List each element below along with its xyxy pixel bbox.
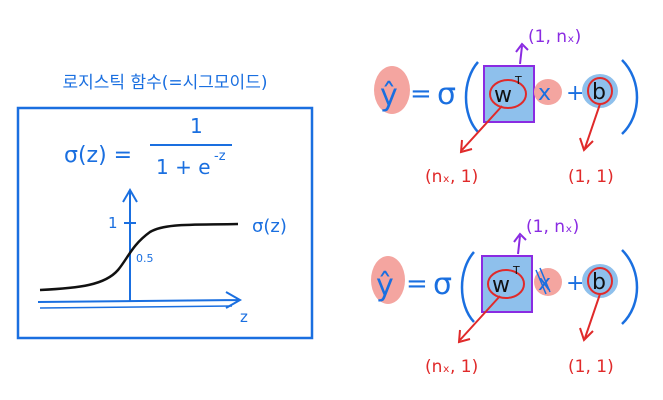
bias-shape-label: (1, 1) [568,167,614,187]
left-paren [464,61,479,133]
input-highlight [534,79,562,105]
right-paren-2 [621,249,639,325]
right-paren [621,59,639,135]
weight-col-arrow [459,105,503,154]
plus-sign-2: + [566,271,584,296]
y-hat-highlight [374,66,410,114]
weight-shape-arrow [515,42,529,65]
midpoint-label: 0.5 [136,252,154,265]
input-symbol-2: x [538,271,551,296]
sigma-symbol-2: σ [433,267,452,302]
formula-numerator: 1 [190,114,203,138]
sigmoid-formula: σ(z) = 1 1 + e -z [64,114,232,179]
input-strike-marks [535,267,551,295]
weight-frame-2 [481,255,533,313]
x-axis-label: z [240,308,248,326]
equals-sign-2: = [406,269,428,299]
input-highlight-2 [534,268,562,296]
bias-shape-label-2: (1, 1) [568,357,614,377]
equation-top: ŷ = σ w T x + b (1, nₓ) (nₓ, 1) (1, 1) [374,27,639,187]
x-axis-lower-stroke [39,305,233,309]
y-hat-symbol-2: ŷ [376,268,394,303]
formula-lhs: σ(z) = [64,143,132,168]
formula-denominator: 1 + e [156,155,211,179]
sigmoid-curve [39,222,239,292]
weight-shape-label-2: (1, nₓ) [526,217,579,237]
y-tick-label: 1 [108,214,118,232]
equals-sign: = [410,79,432,109]
weight-shape-label: (1, nₓ) [528,27,581,47]
weight-symbol-2: w [492,273,510,298]
input-symbol: x [538,81,551,106]
transpose-symbol: T [514,74,522,87]
panel-title: 로지스틱 함수(=시그모이드) [63,73,268,93]
y-axis [122,188,138,302]
sigmoid-panel: 로지스틱 함수(=시그모이드) σ(z) = 1 1 + e -z 1 0.5 … [16,73,314,340]
bias-shape-arrow-2 [579,293,601,342]
weight-col-shape-label-2: (nₓ, 1) [425,357,478,377]
weight-frame [483,65,535,123]
y-hat-highlight-2 [371,256,405,304]
formula-exponent: -z [214,149,226,164]
transpose-symbol-2: T [512,264,520,277]
weight-col-arrow-2 [457,295,501,344]
equation-bottom: ŷ = σ w T x + b (1, nₓ) (nₓ, 1) (1, 1) [371,217,639,377]
sigmoid-graph: 1 0.5 σ(z) z [37,188,287,326]
weight-col-shape-label: (nₓ, 1) [425,167,478,187]
weight-circle [489,79,527,109]
curve-label: σ(z) [252,216,287,237]
panel-frame [16,106,314,340]
bias-symbol-2: b [592,270,606,295]
bias-symbol: b [592,80,606,105]
weight-symbol: w [494,83,512,108]
sigma-symbol: σ [437,77,456,112]
left-paren-2 [460,251,475,323]
y-hat-symbol: ŷ [380,78,398,113]
weight-shape-arrow-2 [513,232,527,255]
weight-circle-2 [487,269,525,299]
bias-shape-arrow [579,103,601,152]
plus-sign: + [566,81,584,106]
